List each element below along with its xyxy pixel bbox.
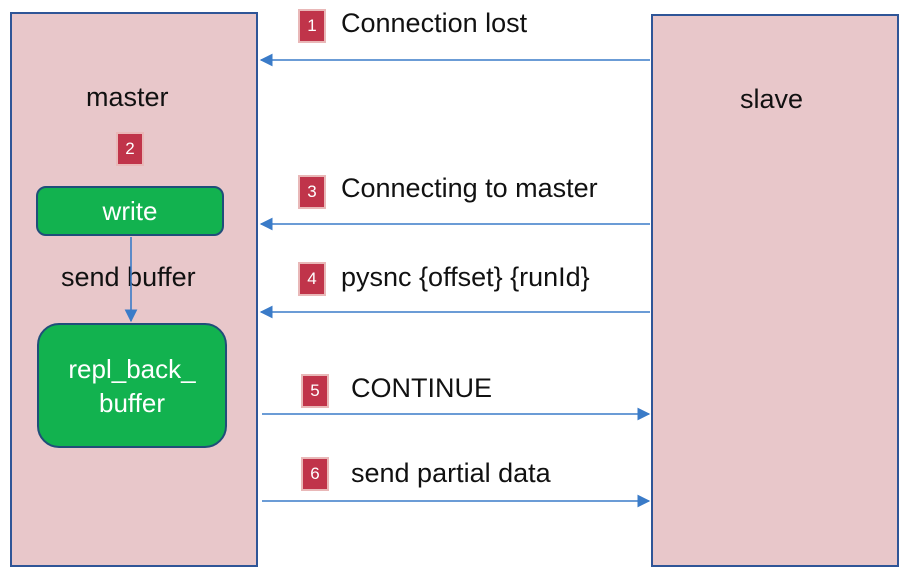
master-title: master [86, 82, 169, 112]
write-box: write [36, 186, 224, 236]
step-3-badge: 3 [298, 175, 326, 209]
step-6-badge: 6 [301, 457, 329, 491]
step-3-label: Connecting to master [341, 173, 598, 203]
master-panel [10, 12, 258, 567]
step-4-label: pysnc {offset} {runId} [341, 262, 590, 292]
step-5-label: CONTINUE [351, 373, 492, 403]
repl-back-buffer-box: repl_back_ buffer [37, 323, 227, 448]
repl-back-buffer-line2: buffer [98, 387, 165, 418]
step-6-label: send partial data [351, 458, 551, 488]
send-buffer-label: send buffer [61, 262, 196, 292]
step-5-badge: 5 [301, 374, 329, 408]
step-1-label: Connection lost [341, 8, 528, 38]
step-2-badge: 2 [116, 132, 144, 166]
slave-panel [651, 14, 899, 567]
repl-back-buffer-line1: repl_back_ [68, 353, 196, 384]
step-1-badge: 1 [298, 9, 326, 43]
step-4-badge: 4 [298, 262, 326, 296]
slave-title: slave [740, 84, 804, 114]
